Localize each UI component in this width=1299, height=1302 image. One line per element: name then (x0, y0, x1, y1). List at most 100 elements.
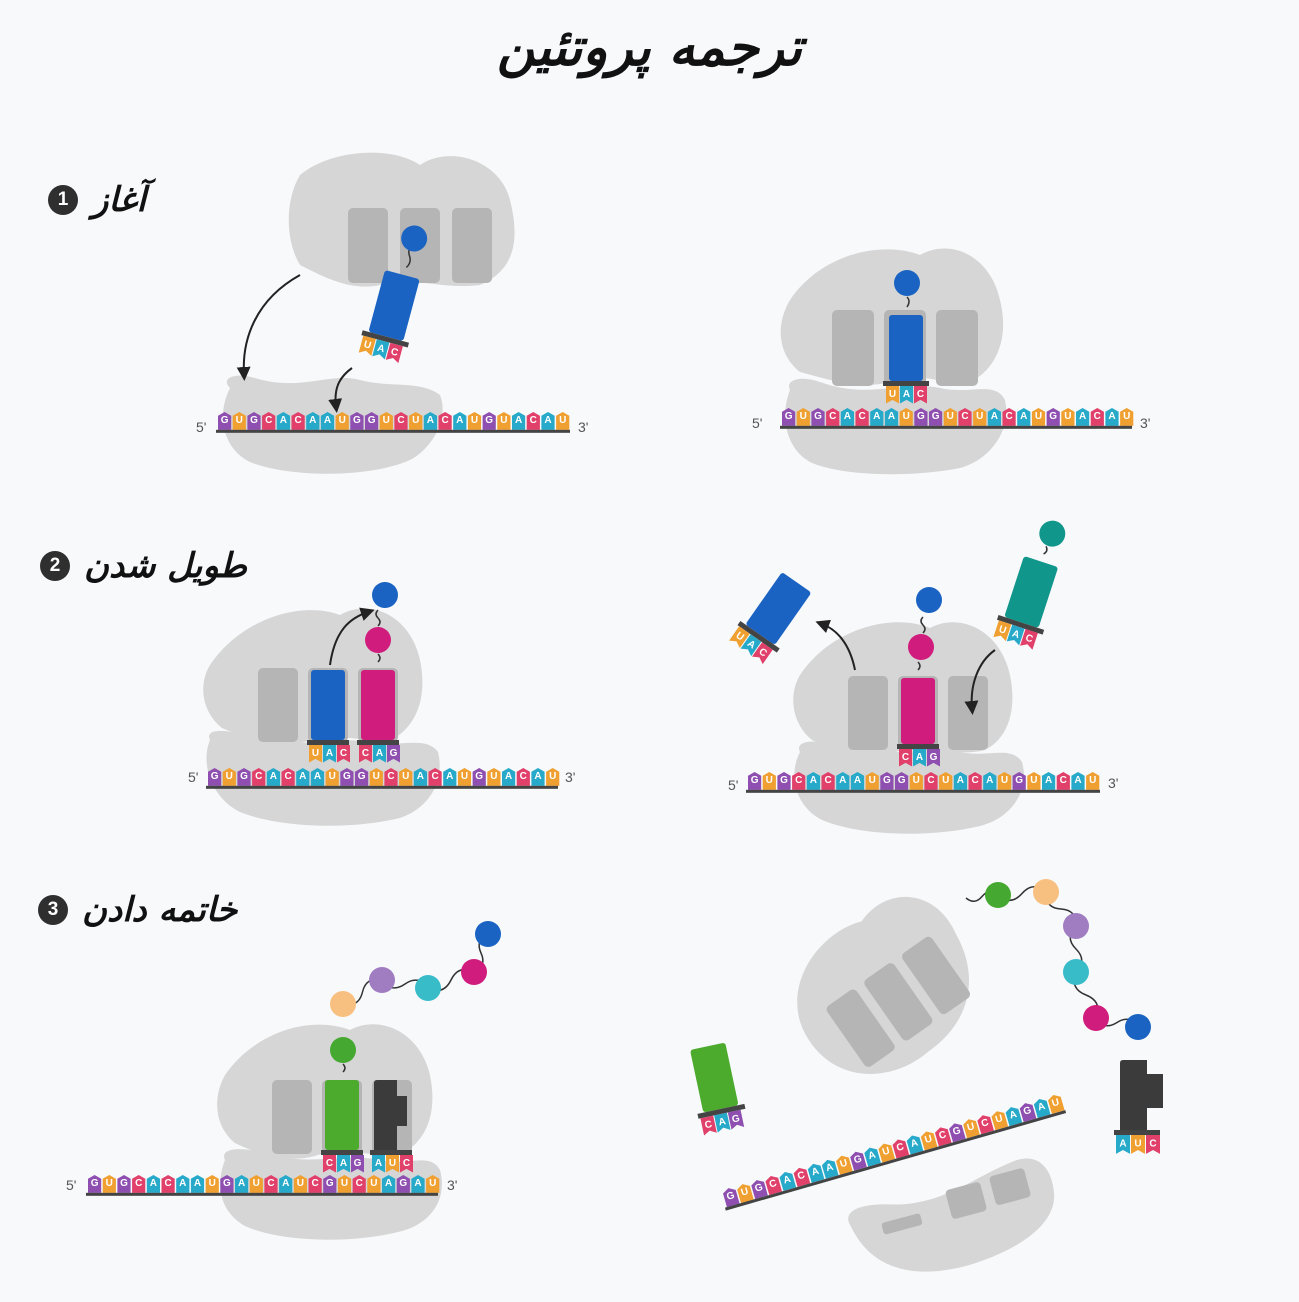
nucleotide-label: U (209, 1178, 216, 1189)
nucleotide-G (365, 412, 379, 430)
nucleotide-G (1012, 772, 1026, 790)
nucleotide-U (878, 1143, 896, 1163)
amino-acid (1033, 879, 1059, 905)
nucleotide-A (1006, 624, 1025, 646)
amino-acid (330, 991, 356, 1017)
stage-title: طویل شدن (84, 546, 247, 586)
nucleotide-U (963, 1119, 980, 1139)
nucleotide-G (323, 1175, 337, 1193)
nucleotide-label: U (490, 771, 497, 782)
nucleotide-G (355, 768, 369, 786)
nucleotide-label: G (223, 1178, 231, 1189)
ribosome-site-a (936, 310, 978, 386)
nucleotide-label: U (839, 1158, 849, 1171)
amino-acid (1039, 520, 1066, 547)
nucleotide-label: A (1119, 1139, 1126, 1150)
nucleotide-U (997, 772, 1012, 790)
nucleotide-label: C (858, 411, 865, 422)
nucleotide-G (472, 768, 486, 786)
nucleotide-label: U (1123, 411, 1130, 422)
nucleotide-C (821, 772, 835, 790)
svg-text:5': 5' (752, 415, 762, 431)
nucleotide-label: A (991, 411, 998, 422)
nucleotide-U (993, 620, 1012, 642)
nucleotide-G (949, 1123, 966, 1143)
nucleotide-A (740, 634, 762, 657)
nucleotide-C (826, 408, 840, 426)
nucleotide-U (457, 768, 472, 786)
amino-acid (372, 582, 398, 608)
nucleotide-label: A (810, 1166, 820, 1179)
nucleotide-C (1056, 772, 1070, 790)
nucleotide-A (1017, 408, 1031, 426)
nucleotide-label: G (780, 775, 788, 786)
nucleotide-U (337, 1175, 352, 1193)
nucleotide-label: U (500, 415, 507, 426)
nucleotide-label: G (353, 415, 361, 426)
page-title: ترجمه پروتئین (496, 18, 803, 78)
svg-text:3': 3' (565, 769, 575, 785)
binding-arrow (236, 274, 301, 381)
nucleotide-U (309, 745, 322, 763)
svg-text:5': 5' (196, 419, 206, 435)
nucleotide-label: G (343, 771, 351, 782)
nucleotide-label: A (326, 748, 333, 759)
nucleotide-label: A (280, 415, 287, 426)
ribosome-site-e (832, 310, 874, 386)
nucleotide-label: A (718, 1116, 727, 1128)
nucleotide-label: G (120, 1178, 128, 1189)
nucleotide-label: C (311, 1178, 318, 1189)
nucleotide-A (146, 1175, 161, 1193)
nucleotide-A (850, 772, 865, 790)
nucleotide-label: G (91, 1178, 99, 1189)
nucleotide-label: U (559, 415, 566, 426)
nucleotide-G (781, 408, 796, 426)
amino-acid (330, 1037, 356, 1063)
nucleotide-A (423, 412, 437, 430)
nucleotide-A (531, 768, 545, 786)
nucleotide-A (714, 1112, 731, 1133)
nucleotide-U (546, 768, 560, 786)
nucleotide-label: C (1094, 411, 1101, 422)
nucleotide-G (220, 1175, 234, 1193)
nucleotide-A (306, 412, 320, 430)
svg-text:3': 3' (1108, 775, 1118, 791)
nucleotide-label: A (1108, 411, 1115, 422)
nucleotide-G (723, 1188, 740, 1208)
nucleotide-A (502, 768, 516, 786)
nucleotide-label: C (265, 415, 272, 426)
nucleotide-A (864, 1147, 881, 1167)
mrna-backbone (86, 1192, 438, 1196)
nucleotide-label: G (932, 411, 940, 422)
binding-arrow (328, 367, 353, 413)
nucleotide-U (369, 768, 383, 786)
nucleotide-label: A (825, 1162, 835, 1175)
nucleotide-label: U (800, 411, 807, 422)
svg-text:5': 5' (66, 1177, 76, 1193)
nucleotide-U (991, 1111, 1009, 1131)
nucleotide-label: C (704, 1119, 713, 1131)
nucleotide-U (796, 408, 810, 426)
mrna-backbone (216, 429, 570, 433)
nucleotide-U (399, 768, 413, 786)
nucleotide-label: U (236, 415, 243, 426)
nucleotide-G (387, 745, 400, 763)
nucleotide-label: A (986, 775, 993, 786)
nucleotide-label: U (869, 775, 876, 786)
nucleotide-label: C (971, 775, 978, 786)
nucleotide-A (1076, 408, 1090, 426)
nucleotide-label: U (947, 411, 954, 422)
nucleotide-A (372, 1155, 385, 1173)
nucleotide-A (806, 772, 820, 790)
nucleotide-label: C (403, 1158, 410, 1169)
nucleotide-G (880, 772, 894, 790)
nucleotide-label: U (297, 1178, 304, 1189)
nucleotide-label: U (1089, 775, 1096, 786)
nucleotide-label: U (1001, 775, 1008, 786)
nucleotide-label: A (854, 775, 861, 786)
